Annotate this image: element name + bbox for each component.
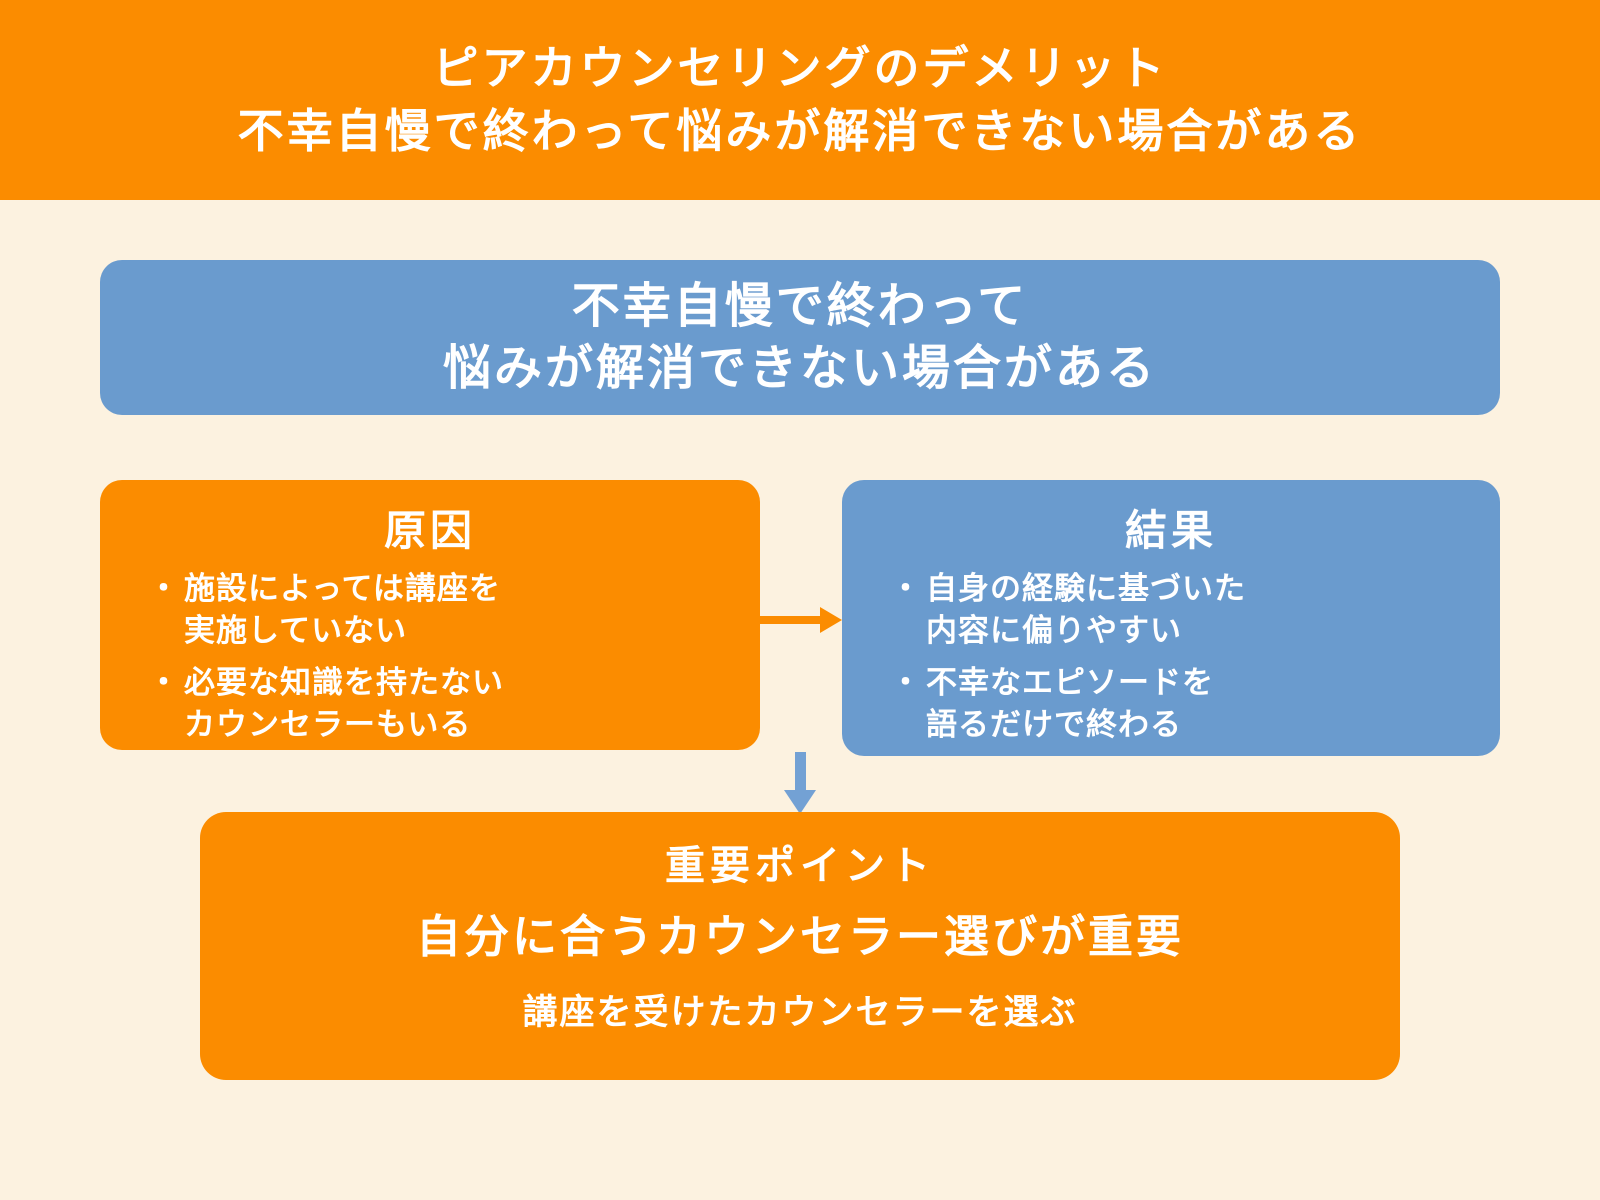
header-banner: ピアカウンセリングのデメリット 不幸自慢で終わって悩みが解消できない場合がある [0, 0, 1600, 200]
result-box: 結果 ・ 自身の経験に基づいた 内容に偏りやすい ・ 不幸なエピソードを 語るだ… [842, 480, 1500, 756]
cause-box: 原因 ・ 施設によっては講座を 実施していない ・ 必要な知識を持たない カウン… [100, 480, 760, 750]
cause-bullet-2-line1: 必要な知識を持たない [184, 665, 504, 701]
cause-bullet-1-line1: 施設によっては講座を [184, 571, 501, 607]
bullet-dot-icon: ・ [890, 571, 922, 607]
key-point-body: 講座を受けたカウンセラーを選ぶ [522, 992, 1078, 1032]
result-bullet-2-line1: 不幸なエピソードを [926, 665, 1214, 701]
key-point-title: 重要ポイント [665, 844, 935, 888]
cause-bullet-list: ・ 施設によっては講座を 実施していない ・ 必要な知識を持たない カウンセラー… [100, 568, 760, 746]
header-title-line1: ピアカウンセリングのデメリット [432, 42, 1168, 95]
result-box-title: 結果 [1124, 507, 1217, 554]
key-point-subtitle: 自分に合うカウンセラー選びが重要 [415, 911, 1184, 962]
result-bullet-1: ・ 自身の経験に基づいた 内容に偏りやすい [890, 568, 1480, 652]
result-bullet-1-line1: 自身の経験に基づいた [926, 571, 1246, 607]
key-point-box: 重要ポイント 自分に合うカウンセラー選びが重要 講座を受けたカウンセラーを選ぶ [200, 812, 1400, 1080]
result-bullet-2-line2: 語るだけで終わる [926, 707, 1182, 743]
summary-line1: 不幸自慢で終わって [571, 279, 1029, 333]
bullet-dot-icon: ・ [148, 571, 180, 607]
result-bullet-1-line2: 内容に偏りやすい [926, 613, 1182, 649]
bullet-dot-icon: ・ [890, 665, 922, 701]
header-title-line2: 不幸自慢で終わって悩みが解消できない場合がある [237, 105, 1363, 157]
bullet-dot-icon: ・ [148, 665, 180, 701]
summary-box: 不幸自慢で終わって 悩みが解消できない場合がある [100, 260, 1500, 415]
cause-bullet-2-line2: カウンセラーもいる [184, 707, 472, 743]
summary-line2: 悩みが解消できない場合がある [442, 341, 1157, 395]
result-bullet-list: ・ 自身の経験に基づいた 内容に偏りやすい ・ 不幸なエピソードを 語るだけで終… [842, 568, 1500, 746]
cause-box-title: 原因 [383, 507, 476, 554]
result-bullet-2: ・ 不幸なエピソードを 語るだけで終わる [890, 662, 1480, 746]
cause-bullet-1: ・ 施設によっては講座を 実施していない [148, 568, 740, 652]
cause-bullet-1-line2: 実施していない [184, 613, 408, 649]
down-arrow-icon [784, 752, 817, 814]
cause-bullet-2: ・ 必要な知識を持たない カウンセラーもいる [148, 662, 740, 746]
right-arrow-icon [760, 605, 842, 635]
